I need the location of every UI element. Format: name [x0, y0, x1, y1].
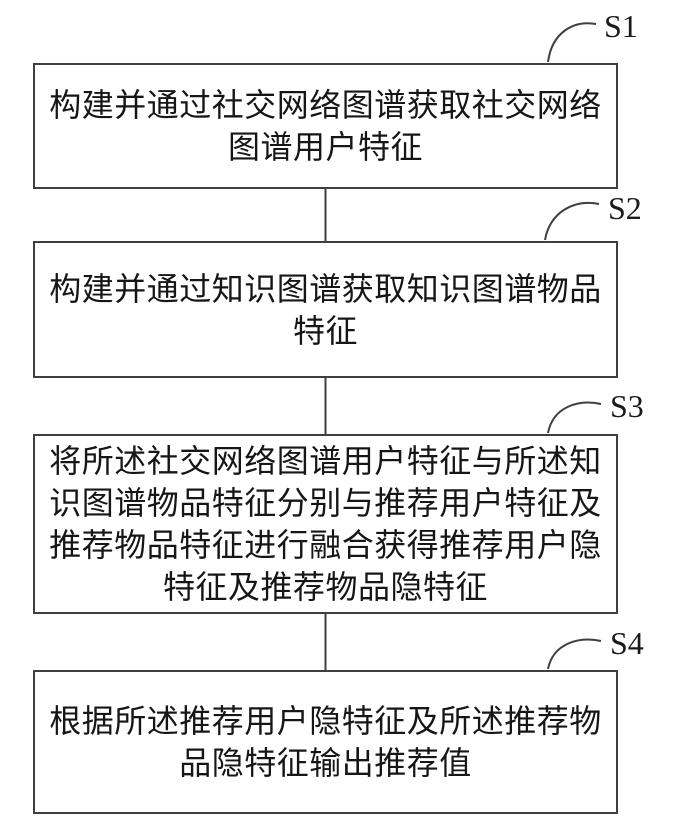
step-label-s1: S1: [604, 8, 638, 44]
step-box-s4: 根据所述推荐用户隐特征及所述推荐物品隐特征输出推荐值: [33, 670, 618, 814]
leader-curve-s1: [547, 22, 597, 63]
step-label-s3: S3: [610, 388, 644, 424]
step-text-s3: 将所述社交网络图谱用户特征与所述知识图谱物品特征分别与推荐用户特征及推荐物品特征…: [49, 443, 602, 605]
step-box-s3: 将所述社交网络图谱用户特征与所述知识图谱物品特征分别与推荐用户特征及推荐物品特征…: [33, 434, 618, 614]
leader-curve-s3: [547, 401, 602, 434]
step-label-s4: S4: [610, 625, 644, 661]
step-box-s1: 构建并通过社交网络图谱获取社交网络图谱用户特征: [33, 63, 618, 189]
step-box-s2: 构建并通过知识图谱获取知识图谱物品特征: [33, 241, 618, 378]
leader-curve-s4: [547, 638, 602, 670]
step-text-s2: 构建并通过知识图谱获取知识图谱物品特征: [49, 270, 602, 349]
step-text-s4: 根据所述推荐用户隐特征及所述推荐物品隐特征输出推荐值: [49, 703, 602, 781]
leader-curve-s2: [544, 202, 600, 241]
step-label-s2: S2: [608, 190, 642, 226]
step-text-s1: 构建并通过社交网络图谱获取社交网络图谱用户特征: [49, 87, 602, 165]
